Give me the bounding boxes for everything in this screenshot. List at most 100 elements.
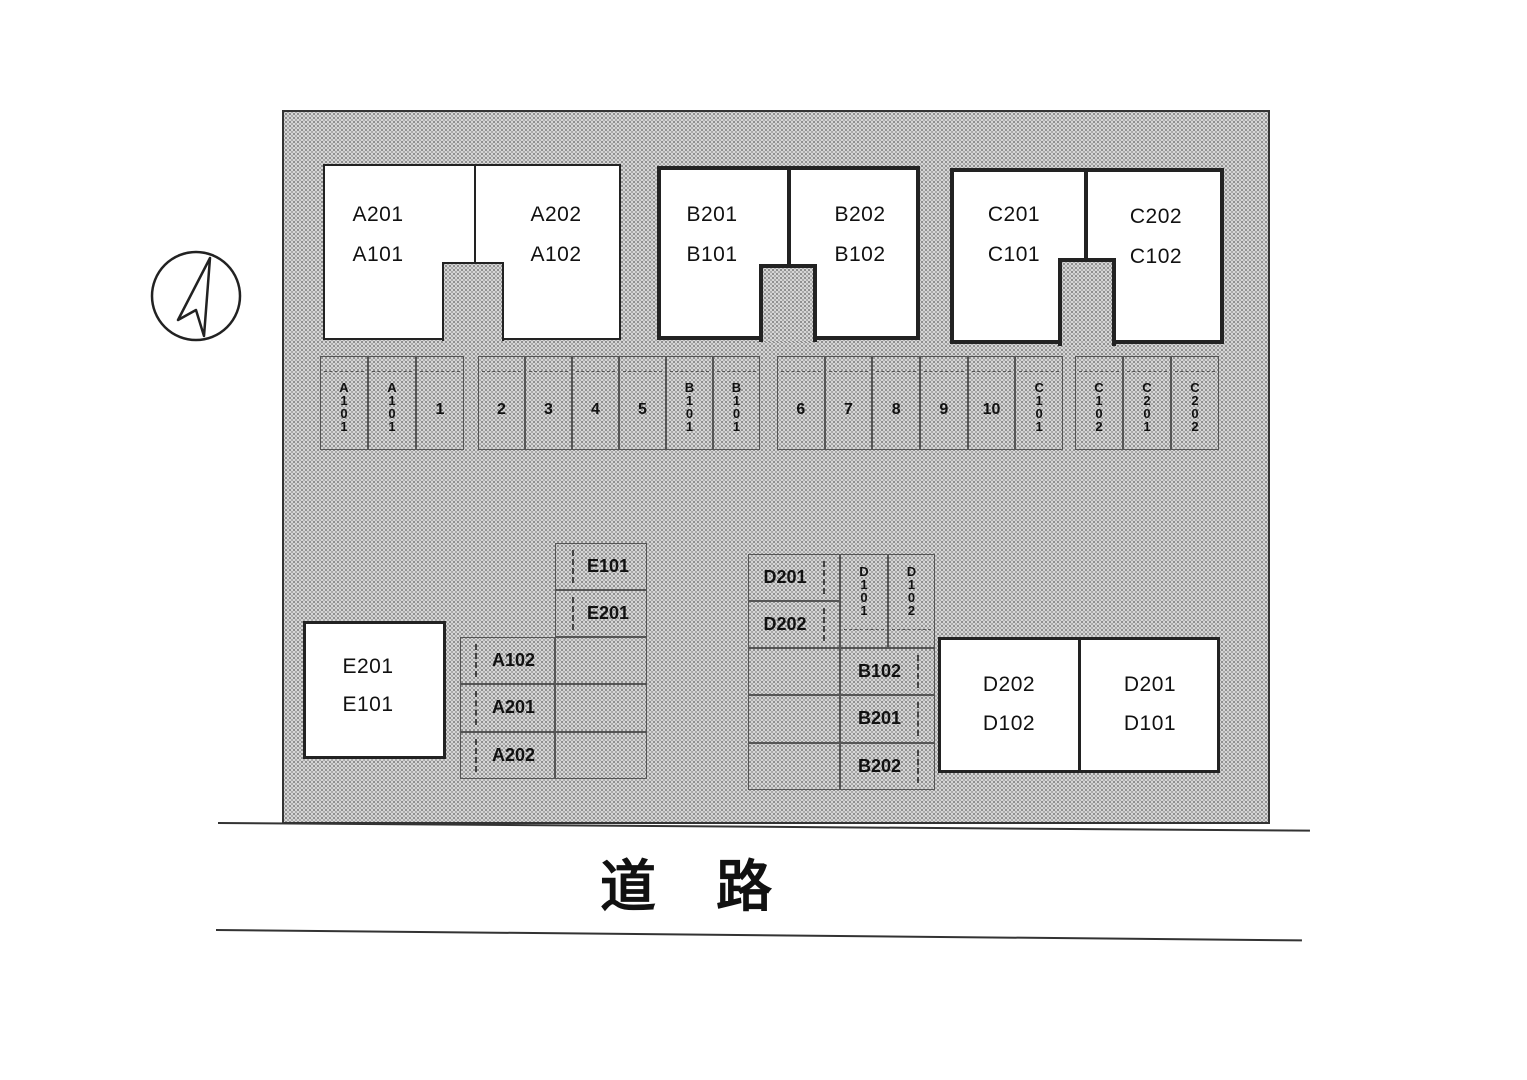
- unit-label: D101: [1123, 712, 1177, 735]
- space-label: E201: [586, 603, 630, 623]
- unit-label: E201: [342, 655, 394, 678]
- parking-space: B201: [840, 695, 935, 743]
- space-divider: [823, 561, 825, 594]
- parking-space: 8: [872, 356, 920, 450]
- space-divider: [475, 739, 477, 772]
- space-label: 10: [982, 401, 1001, 418]
- unit-label: B102: [834, 243, 886, 266]
- space-label: A202: [491, 745, 536, 765]
- parking-space: E101: [555, 543, 647, 590]
- space-label: E101: [586, 556, 630, 576]
- parking-space-empty: [748, 695, 840, 743]
- space-divider: [971, 371, 1012, 372]
- parking-space-empty: [555, 732, 647, 779]
- parking-space: D202: [748, 601, 840, 648]
- space-divider: [1127, 371, 1167, 372]
- building-b-divider: [787, 168, 791, 266]
- space-divider: [372, 371, 412, 372]
- space-divider: [623, 371, 662, 372]
- space-label: 4: [591, 401, 600, 418]
- space-divider: [324, 371, 364, 372]
- unit-label: B101: [686, 243, 738, 266]
- space-label: 8: [891, 401, 901, 418]
- building-a-divider: [474, 165, 476, 265]
- space-label: D201: [763, 567, 807, 587]
- parking-space: B102: [840, 648, 935, 695]
- space-divider: [529, 371, 568, 372]
- space-label: 9: [939, 401, 949, 418]
- space-divider: [475, 691, 477, 725]
- parking-space: 4: [572, 356, 619, 450]
- space-divider: [924, 371, 964, 372]
- space-divider: [482, 371, 521, 372]
- building-c-notch: [1058, 258, 1116, 346]
- unit-label: C101: [987, 243, 1041, 266]
- parking-space: A202: [460, 732, 555, 779]
- space-label: 6: [796, 401, 806, 418]
- unit-label: A201: [352, 203, 404, 226]
- parking-space-empty: [748, 743, 840, 790]
- unit-label: B201: [686, 203, 738, 226]
- unit-label: A202: [530, 203, 582, 226]
- space-divider: [917, 750, 919, 783]
- parking-space: B202: [840, 743, 935, 790]
- parking-space-empty: [748, 648, 840, 695]
- parking-space: A102: [460, 637, 555, 684]
- space-divider: [876, 371, 916, 372]
- space-divider: [781, 371, 821, 372]
- unit-label: C202: [1129, 205, 1183, 228]
- space-label: A102: [491, 650, 536, 670]
- space-label: A201: [491, 697, 536, 717]
- unit-label: D202: [982, 673, 1036, 696]
- parking-space: 2: [478, 356, 525, 450]
- parking-space: 10: [967, 356, 1016, 450]
- unit-label: C102: [1129, 245, 1183, 268]
- space-divider: [576, 371, 615, 372]
- space-divider: [892, 629, 931, 630]
- space-label: 1: [435, 401, 445, 418]
- unit-label: E101: [342, 693, 394, 716]
- space-divider: [917, 702, 919, 736]
- parking-space: 9: [920, 356, 968, 450]
- space-divider: [1079, 371, 1119, 372]
- space-divider: [475, 644, 477, 677]
- unit-label: C201: [987, 203, 1041, 226]
- building-c-divider: [1084, 170, 1088, 262]
- unit-label: B202: [834, 203, 886, 226]
- space-label: 5: [638, 401, 647, 418]
- road-label: 道 路: [600, 854, 774, 920]
- space-divider: [823, 608, 825, 641]
- unit-label: A101: [352, 243, 404, 266]
- parking-space: 6: [777, 356, 825, 450]
- unit-label: A102: [530, 243, 582, 266]
- parking-space: 1: [416, 356, 464, 450]
- space-label: B202: [857, 756, 902, 776]
- parking-space: 5: [619, 356, 666, 450]
- parking-space: D201: [748, 554, 840, 601]
- space-label: 7: [844, 401, 853, 418]
- building-b-notch: [759, 264, 817, 342]
- space-divider: [1175, 371, 1215, 372]
- parking-space-empty: [555, 637, 647, 684]
- space-divider: [670, 371, 709, 372]
- space-divider: [1019, 371, 1059, 372]
- space-divider: [828, 371, 869, 372]
- space-divider: [844, 629, 884, 630]
- space-label: B201: [857, 708, 902, 728]
- unit-label: D102: [982, 712, 1036, 735]
